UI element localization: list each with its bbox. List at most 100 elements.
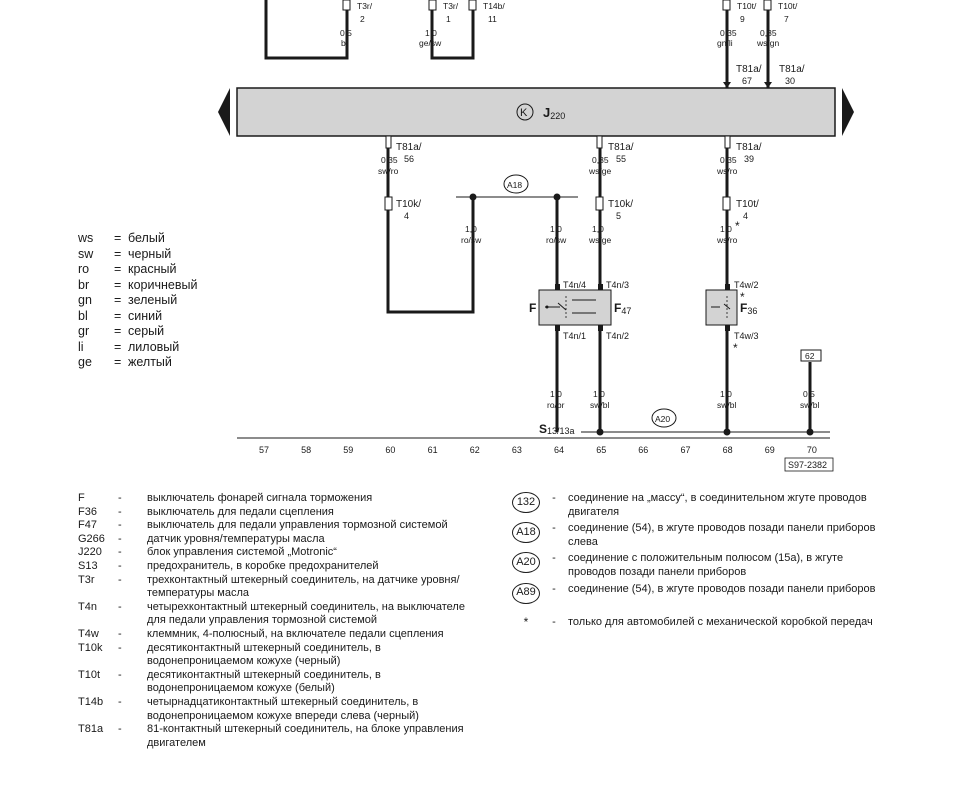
color-eq: = xyxy=(114,355,122,369)
component-dash: - xyxy=(118,559,122,572)
component-text: блок управления системой „Motronic“ xyxy=(147,546,337,559)
track-number: 66 xyxy=(638,445,648,455)
color-code: gr xyxy=(78,324,90,338)
color-legend-row: ro=красный xyxy=(78,262,197,278)
svg-text:J220: J220 xyxy=(543,105,565,121)
color-code: li xyxy=(78,339,84,354)
a18-wire2-color: ro/sw xyxy=(546,235,567,245)
component-row: J220-блок управления системой „Motronic“ xyxy=(78,546,482,560)
component-dash: - xyxy=(118,600,122,613)
component-dash: - xyxy=(118,492,122,504)
color-eq: = xyxy=(114,324,122,338)
component-code: F xyxy=(78,492,85,504)
f36-star-top: * xyxy=(740,290,745,304)
wire-39-pin: T81a/ xyxy=(736,142,762,153)
color-legend-row: br = коричневый xyxy=(78,278,197,294)
main-wires xyxy=(386,148,812,432)
component-dash: - xyxy=(118,573,122,586)
component-row: T3r-трехконтактный штекерный соединитель… xyxy=(78,574,482,601)
f47-label: F xyxy=(614,301,621,315)
component-dash: - xyxy=(118,695,122,708)
a20-label: A20 xyxy=(655,414,670,424)
top-conn-2-label: T3r/ xyxy=(443,1,459,11)
top-conn-5-color: ws/gn xyxy=(756,38,779,48)
footnote-dash: - xyxy=(552,615,556,628)
conn-t10k-4-num: 4 xyxy=(404,211,409,221)
a20-node-1 xyxy=(596,428,604,436)
component-text: выключатель для педали управления тормоз… xyxy=(147,519,448,532)
ecu-bottom-pins xyxy=(385,135,731,149)
component-text: четырехконтактный штекерный соединитель,… xyxy=(147,600,465,627)
component-text: клеммник, 4-полюсный, на включателе педа… xyxy=(147,627,444,640)
track-number: 58 xyxy=(301,445,311,455)
color-eq: = xyxy=(114,246,122,261)
component-code: F36 xyxy=(78,505,97,518)
svg-text:F47: F47 xyxy=(614,301,631,316)
component-text: четырнадцатиконтактный штекерный соедини… xyxy=(147,695,419,722)
bottom-wire-4-color: sw/bl xyxy=(800,400,819,410)
color-code: ro xyxy=(78,262,90,276)
wire-55-pin-num: 55 xyxy=(616,154,626,164)
color-legend-row: bl=синий xyxy=(78,309,197,325)
footnote-mark: * xyxy=(523,614,529,629)
conn-t10k-5-label: T10k/ xyxy=(608,199,633,210)
component-dash: - xyxy=(118,532,122,545)
conn-t10k-4-label: T10k/ xyxy=(396,199,421,210)
f47-pin-tr: T4n/3 xyxy=(606,280,629,290)
a18-marker xyxy=(503,174,529,194)
color-name: коричневый xyxy=(128,277,198,292)
color-code: br xyxy=(78,277,90,292)
ground-ref-box xyxy=(800,349,822,362)
color-code: ge xyxy=(78,355,92,369)
f47-sub: 47 xyxy=(621,306,631,316)
top-conn-3-num: 11 xyxy=(488,14,497,24)
component-code: F47 xyxy=(78,519,97,532)
connection-code: A20 xyxy=(512,552,540,574)
ecu-j220: K J220 xyxy=(218,87,854,137)
ecu-name: J xyxy=(543,105,550,120)
f36-pin-bottom: T4w/3 xyxy=(734,331,759,341)
top-connector-caps xyxy=(342,0,772,11)
connection-code: 132 xyxy=(512,492,540,513)
component-row: F-выключатель фонарей сигнала торможения xyxy=(78,492,482,506)
color-eq: = xyxy=(114,262,122,276)
ecu-left-arrow xyxy=(218,88,230,136)
s13-label: S xyxy=(539,422,547,436)
color-eq: = xyxy=(114,277,122,292)
color-name: черный xyxy=(128,246,172,261)
connection-dash: - xyxy=(552,582,556,595)
connection-list: 132-соединение на „массу“, в соединитель… xyxy=(512,492,878,629)
track-number: 68 xyxy=(723,445,733,455)
top-conn-1-label: T3r/ xyxy=(357,1,373,11)
f36-star-bottom: * xyxy=(733,341,738,355)
f47-pin-bl: T4n/1 xyxy=(563,331,586,341)
top-conn-3-label: T14b/ xyxy=(483,1,505,11)
ecu-sub: 220 xyxy=(550,111,565,121)
track-number: 65 xyxy=(596,445,606,455)
component-list: F-выключатель фонарей сигнала торможения… xyxy=(78,492,482,750)
a18-wire1-size: 1,0 xyxy=(465,224,477,234)
page-id-box xyxy=(784,457,834,472)
color-code: gn xyxy=(78,293,92,307)
component-dash: - xyxy=(118,505,122,518)
connection-dash: - xyxy=(552,522,556,535)
component-text: десятиконтактный штекерный соединитель, … xyxy=(147,668,381,695)
a20-node-2 xyxy=(723,428,731,436)
top-conn-2-color: ge/sw xyxy=(419,38,442,48)
bottom-wire-2-color: sw/bl xyxy=(590,400,609,410)
component-text: 81-контактный штекерный соединитель, на … xyxy=(147,723,464,749)
track-number: 70 xyxy=(807,445,817,455)
ecu-pin-30-num: 30 xyxy=(785,76,795,86)
a20-node-3 xyxy=(806,428,814,436)
top-wires xyxy=(264,0,770,88)
wire-39-color2: ws/ro xyxy=(716,235,738,245)
component-code: T14b xyxy=(78,695,104,708)
connection-text: соединение с положительным полюсом (15а)… xyxy=(568,552,844,578)
component-row: F47-выключатель для педали управления то… xyxy=(78,519,482,533)
component-code: G266 xyxy=(78,532,105,545)
color-legend-row: ge=желтый xyxy=(78,355,197,371)
component-code: T10t xyxy=(78,668,101,681)
f47-pin-tl: T4n/4 xyxy=(563,280,586,290)
component-row: T4w-клеммник, 4-полюсный, на включателе … xyxy=(78,628,482,642)
top-conn-2-num: 1 xyxy=(446,14,451,24)
